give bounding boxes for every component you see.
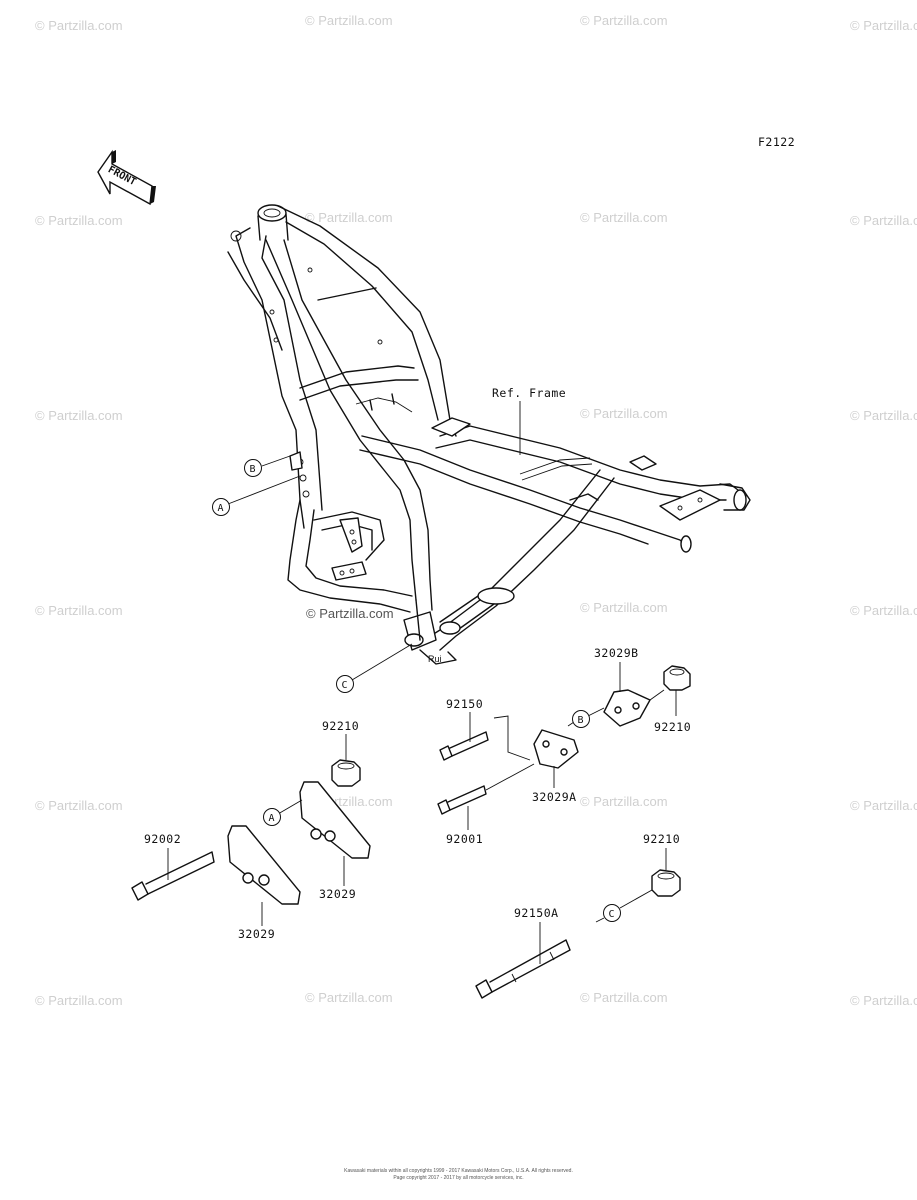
frame-callout-c: C [336, 643, 413, 693]
watermark: © Partzilla.com [580, 794, 668, 809]
frame-illustration: Rui [227, 204, 751, 665]
figure-code: F2122 [758, 135, 795, 149]
bolt-92150 [439, 731, 489, 761]
bolt-92002 [131, 851, 215, 901]
svg-text:A: A [269, 813, 275, 824]
bolt-92001 [437, 785, 487, 815]
watermark: © Partzilla.com [35, 408, 123, 423]
watermark: © Partzilla.com [580, 990, 668, 1005]
svg-text:A: A [218, 503, 224, 514]
svg-text:B: B [578, 715, 584, 726]
part-label-92150a: 92150A [514, 906, 559, 920]
watermark: © Partzilla.com [35, 603, 123, 618]
watermark: © Partzilla.com [305, 13, 393, 28]
part-label-32029-right: 32029 [319, 887, 356, 901]
part-label-92210-left: 92210 [322, 719, 359, 733]
frame-callout-b: B [244, 455, 291, 477]
collar-92210-left [331, 759, 361, 787]
part-label-32029b: 32029B [594, 646, 639, 660]
watermark: © Partzilla.com [580, 13, 668, 28]
part-label-92001: 92001 [446, 832, 483, 846]
plate-32029a [533, 729, 579, 769]
plate-32029-left [227, 825, 301, 905]
plate-32029b [603, 689, 651, 727]
watermark: © Partzilla.com [580, 406, 668, 421]
watermark: © Partzilla.com [35, 213, 123, 228]
watermark: © Partzilla.com [305, 990, 393, 1005]
svg-text:C: C [342, 680, 348, 691]
parts-callout-a: A [263, 799, 303, 826]
watermark: © Partzilla.com [850, 408, 917, 423]
svg-text:Rui: Rui [428, 654, 442, 664]
copyright-line-1: Kawasaki materials within all copyrights… [344, 1168, 573, 1174]
parts-callout-c: C [595, 889, 653, 923]
watermark: © Partzilla.com [580, 210, 668, 225]
watermark: © Partzilla.com [305, 210, 393, 225]
watermark: © Partzilla.com [850, 798, 917, 813]
svg-text:B: B [250, 464, 256, 475]
watermark: © Partzilla.com [580, 600, 668, 615]
collar-92210-bottom [651, 869, 681, 897]
watermark-center: © Partzilla.com [306, 606, 394, 621]
watermark: © Partzilla.com [35, 18, 123, 33]
watermark: © Partzilla.com [850, 213, 917, 228]
copyright-line-2: Page copyright 2017 - 2017 by all motorc… [393, 1175, 524, 1181]
part-label-92002: 92002 [144, 832, 181, 846]
watermark-grid: © Partzilla.com © Partzilla.com © Partzi… [35, 13, 917, 1008]
plate-32029-right [299, 781, 371, 859]
part-label-92210-top: 92210 [654, 720, 691, 734]
svg-text:C: C [609, 909, 615, 920]
part-label-92210-bottom: 92210 [643, 832, 680, 846]
part-label-32029-left: 32029 [238, 927, 275, 941]
watermark: © Partzilla.com [35, 798, 123, 813]
front-arrow-icon: FRONT [97, 149, 156, 206]
part-label-32029a: 32029A [532, 790, 577, 804]
bolt-92150a [475, 939, 571, 999]
watermark: © Partzilla.com [850, 993, 917, 1008]
watermark: © Partzilla.com [35, 993, 123, 1008]
frame-callout-a: A [212, 475, 301, 516]
watermark: © Partzilla.com [850, 603, 917, 618]
watermark: © Partzilla.com [850, 18, 917, 33]
collar-92210-top [663, 665, 691, 691]
part-label-92150: 92150 [446, 697, 483, 711]
ref-frame-label: Ref. Frame [492, 386, 566, 400]
parts-callout-b: B [567, 707, 605, 728]
